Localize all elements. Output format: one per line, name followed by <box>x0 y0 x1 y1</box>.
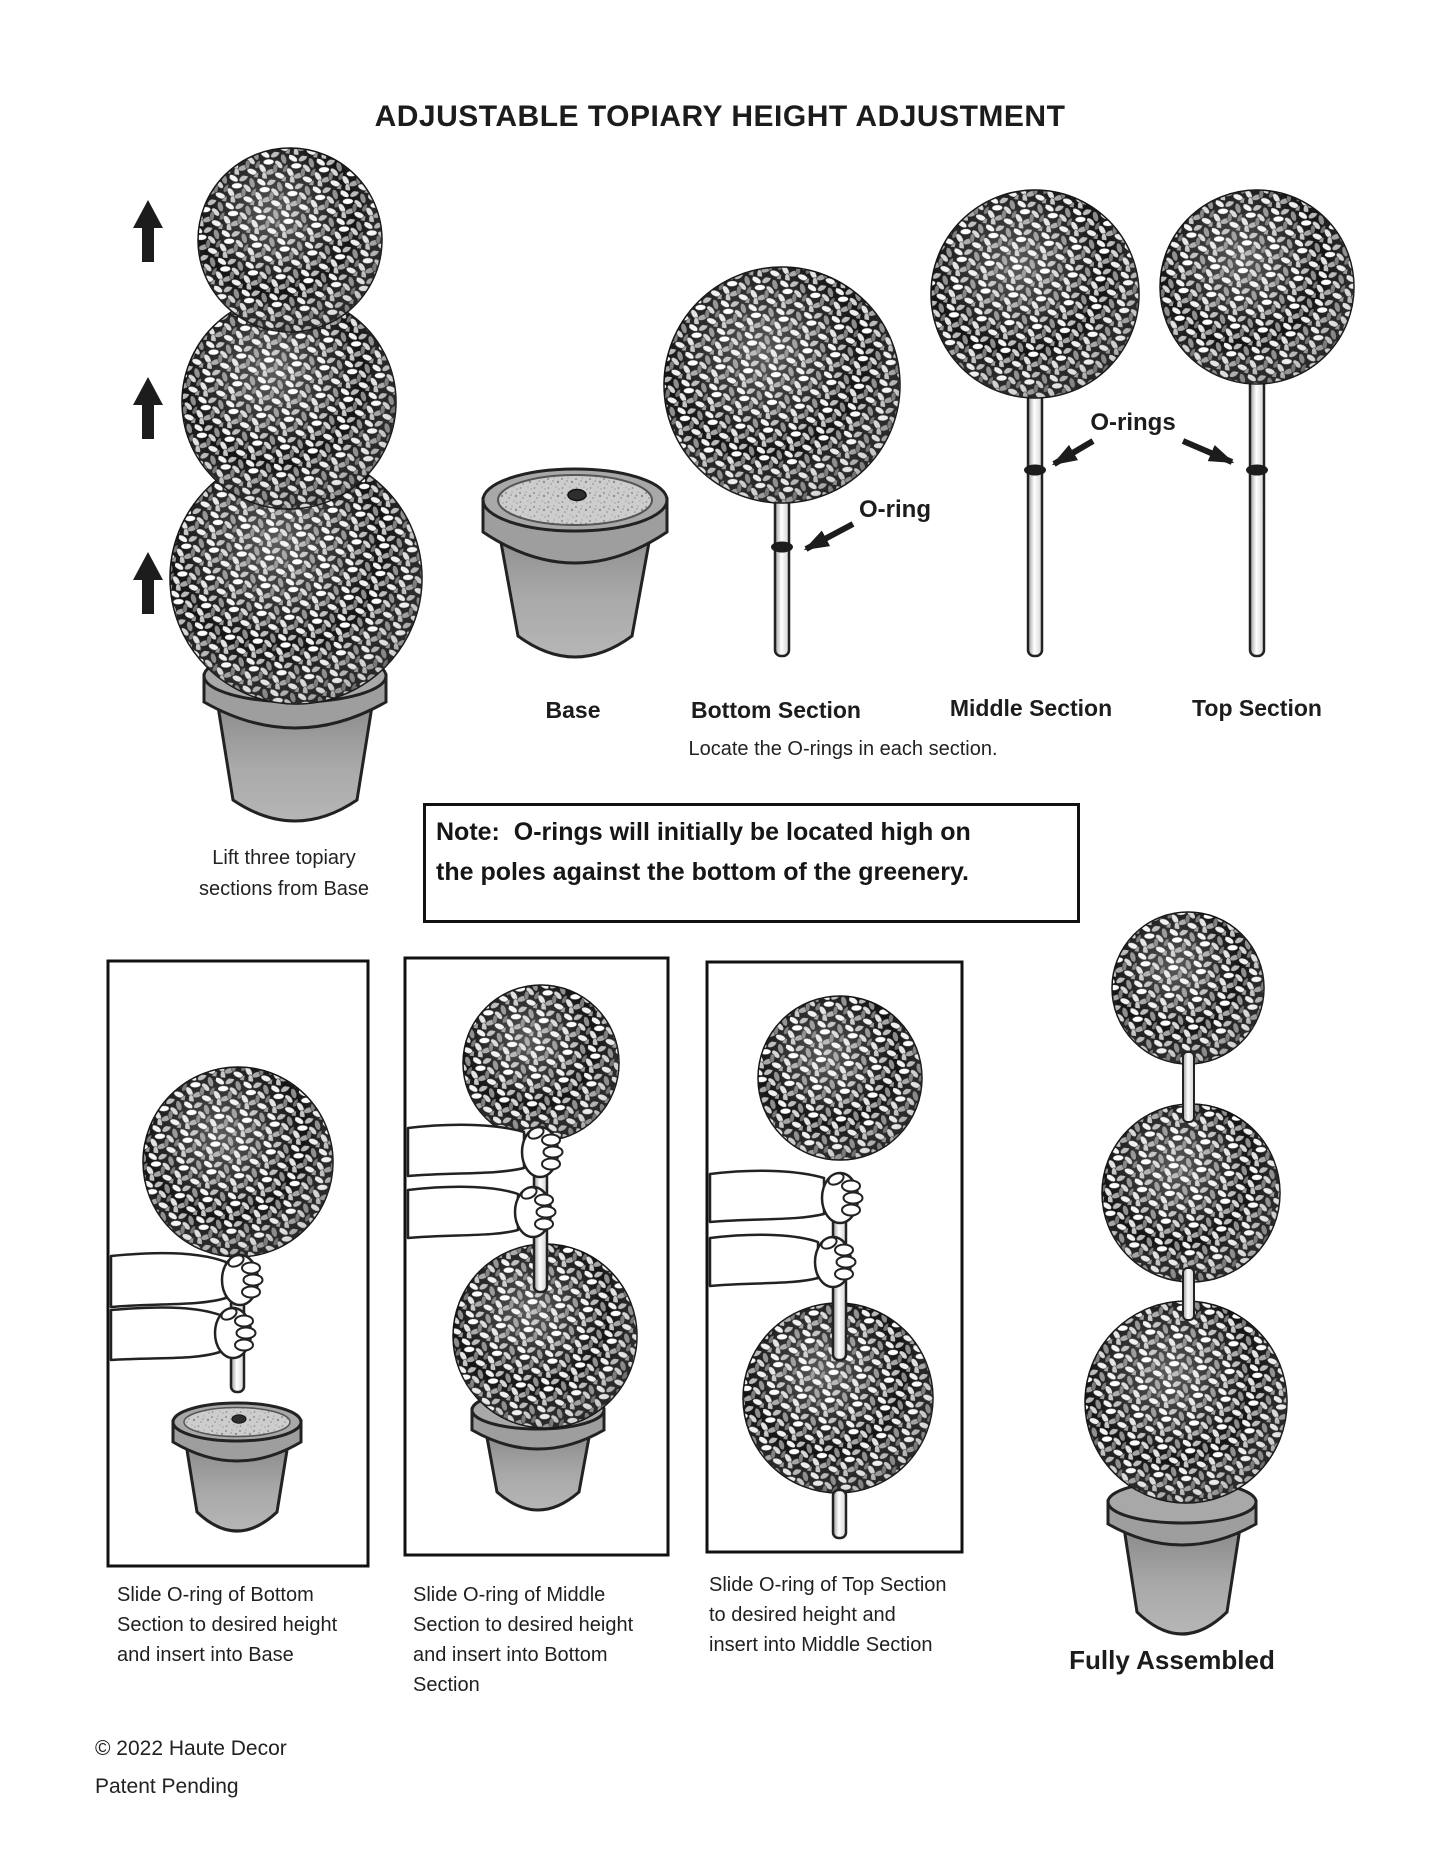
topiary-ball <box>142 1066 334 1258</box>
patent-text: Patent Pending <box>95 1775 239 1798</box>
topiary-ball-middle <box>181 294 397 510</box>
pole-hole <box>567 488 587 502</box>
locate-caption: Locate the O-rings in each section. <box>688 738 998 760</box>
copyright-text: © 2022 Haute Decor <box>95 1737 287 1760</box>
pot-body <box>215 698 375 823</box>
step1-frame <box>106 959 370 1568</box>
topiary-ball-lower <box>452 1243 638 1429</box>
label-top-section: Top Section <box>1192 695 1322 721</box>
up-arrow-icon <box>133 552 163 614</box>
note-line: Note: O-rings will initially be located … <box>436 818 971 846</box>
topiary-ball <box>930 189 1140 399</box>
pole <box>1182 1267 1195 1321</box>
footer: © 2022 Haute Decor Patent Pending <box>95 1730 287 1806</box>
oring-callout: O-ring <box>859 496 931 523</box>
step2-caption: Slide O-ring of Middle Section to desire… <box>413 1584 634 1696</box>
lift-caption-line: sections from Base <box>198 878 370 900</box>
topiary-ball-bottom <box>1084 1300 1288 1504</box>
topiary-ball <box>663 266 901 504</box>
pot-body <box>1122 1526 1242 1636</box>
pole <box>773 493 791 658</box>
arm <box>406 1185 520 1240</box>
step2-frame <box>403 956 670 1557</box>
assembled-figure <box>1084 911 1288 1636</box>
label-middle-section: Middle Section <box>949 695 1113 721</box>
top-section-figure <box>1159 189 1355 658</box>
up-arrow-icon <box>133 200 163 262</box>
label-bottom-section: Bottom Section <box>691 697 861 723</box>
pot-body <box>184 1442 290 1533</box>
hand-grip <box>820 1169 864 1225</box>
page-title: ADJUSTABLE TOPIARY HEIGHT ADJUSTMENT <box>374 100 1066 133</box>
base-figure <box>481 467 669 659</box>
oring-arrow-icon <box>803 521 855 552</box>
pole <box>1026 386 1044 658</box>
hand-grip <box>213 1304 257 1360</box>
step3-caption: Slide O-ring of Top Section to desired h… <box>709 1574 947 1656</box>
pole <box>1182 1051 1195 1123</box>
note-box: Note: O-rings will initially be located … <box>423 803 1080 923</box>
topiary-ball-middle <box>1101 1103 1281 1283</box>
hand-grip <box>220 1251 264 1307</box>
topiary-ball <box>1159 189 1355 385</box>
orings-arrow-left-icon <box>1051 438 1095 467</box>
lift-caption-line: Lift three topiary <box>212 847 356 869</box>
stacked-topiary-figure <box>133 147 423 823</box>
topiary-ball-top <box>197 147 383 333</box>
hand-grip <box>513 1183 557 1239</box>
lift-caption: Lift three topiary sections from Base <box>199 843 369 905</box>
pot-body <box>484 1430 592 1512</box>
orings-arrow-right-icon <box>1181 438 1235 465</box>
step1-figure <box>106 959 370 1568</box>
pole-hole <box>231 1414 247 1424</box>
step1-caption: Slide O-ring of Bottom Section to desire… <box>117 1584 338 1666</box>
arm <box>109 1306 222 1362</box>
orings-callout: O-rings <box>1090 409 1176 436</box>
o-ring <box>1246 464 1268 476</box>
topiary-ball-bottom <box>169 451 423 705</box>
hand-grip <box>813 1233 857 1289</box>
up-arrow-icon <box>133 377 163 439</box>
step3-figure <box>705 960 964 1554</box>
fully-assembled-label: Fully Assembled <box>1069 1645 1275 1675</box>
pole <box>831 1488 848 1540</box>
step2-figure <box>403 956 670 1557</box>
middle-section-figure <box>930 189 1140 658</box>
o-ring <box>771 541 793 553</box>
arm <box>708 1169 826 1224</box>
topiary-ball-top <box>1111 911 1265 1065</box>
arm <box>109 1251 228 1309</box>
arm <box>708 1233 820 1288</box>
topiary-ball-upper <box>462 984 620 1142</box>
label-base: Base <box>545 697 601 723</box>
arm <box>406 1123 526 1178</box>
pole <box>1248 374 1266 658</box>
bottom-section-figure <box>663 266 901 658</box>
step3-frame <box>705 960 964 1554</box>
note-line: the poles against the bottom of the gree… <box>436 858 969 886</box>
topiary-ball-upper <box>757 995 923 1161</box>
o-ring <box>1024 464 1046 476</box>
